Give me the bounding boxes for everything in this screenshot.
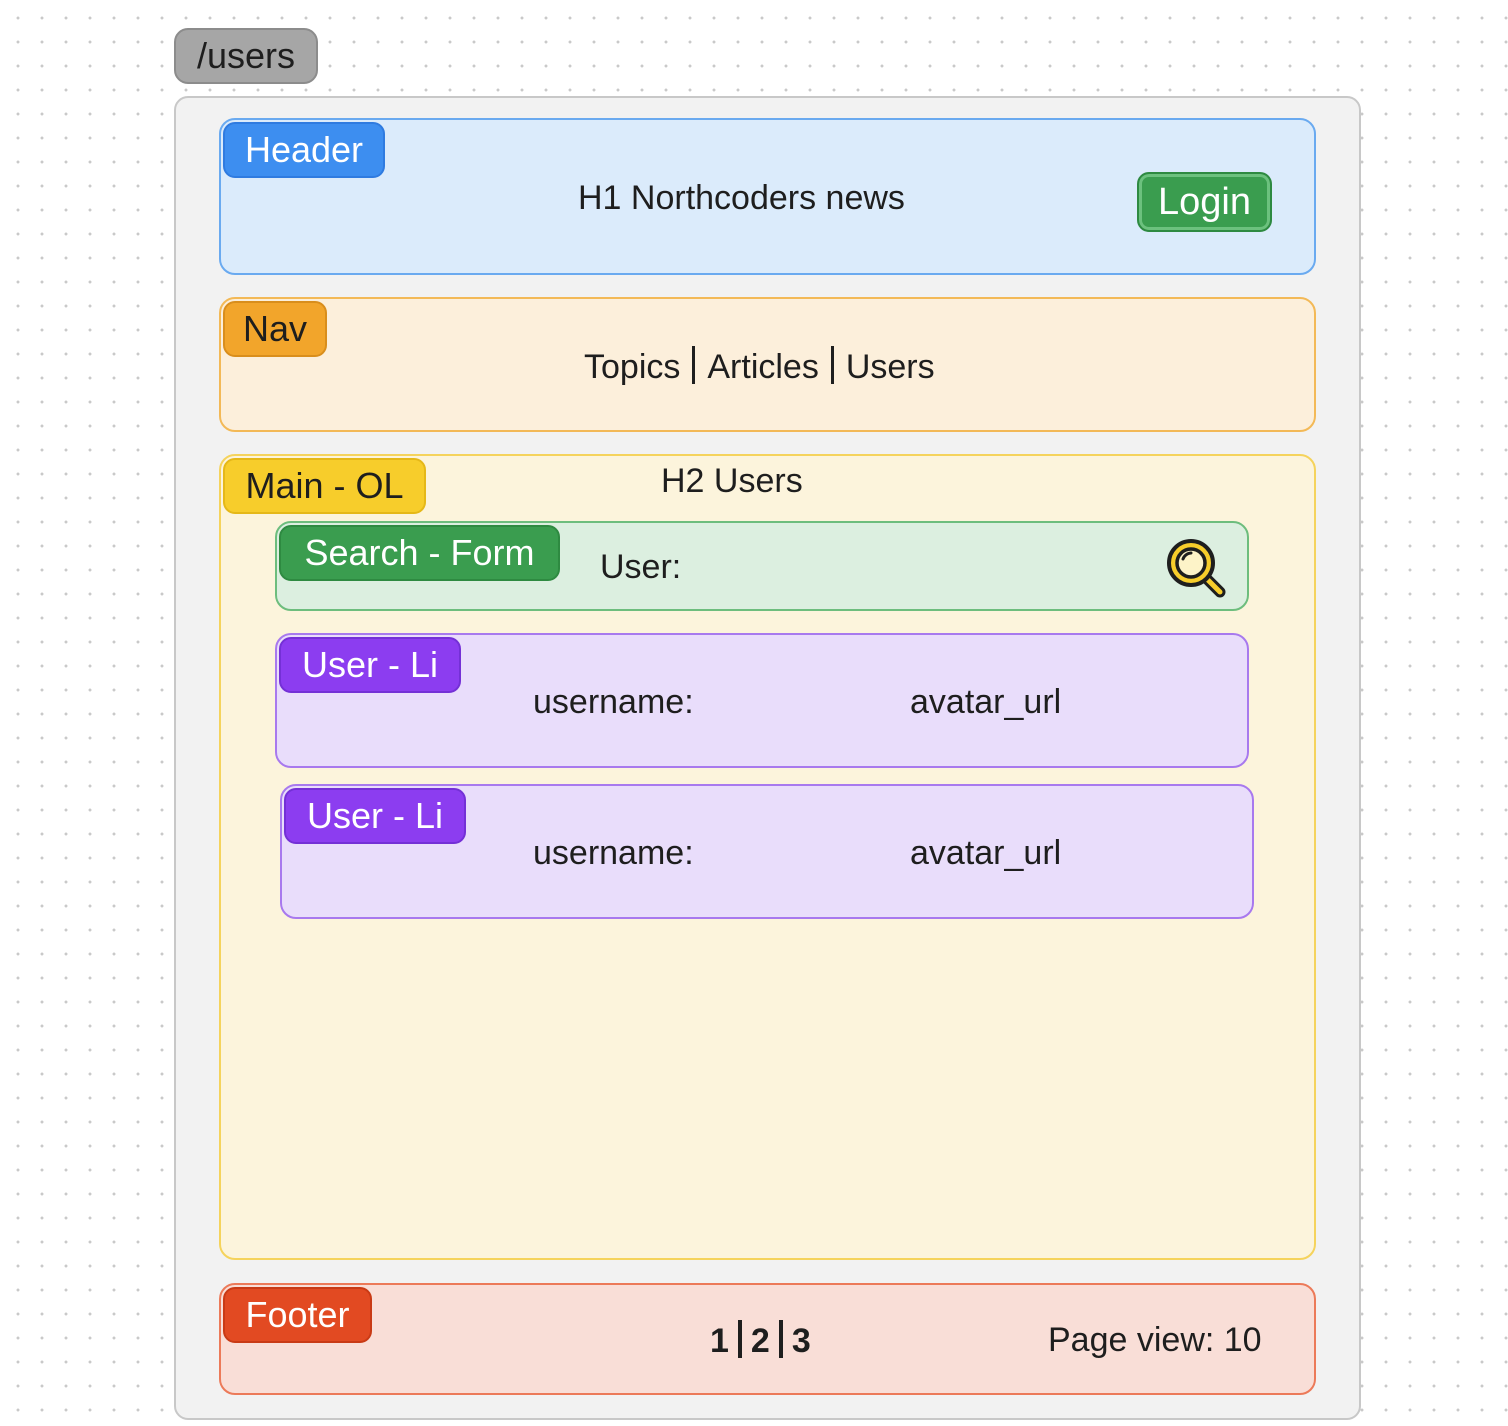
header-section (219, 118, 1316, 275)
header-tag: Header (223, 122, 385, 178)
main-heading: H2 Users (661, 462, 803, 500)
username-label: username: (533, 834, 694, 872)
user-li-tag: User - Li (279, 637, 461, 693)
nav-separator (692, 346, 696, 384)
page-view-count: Page view: 10 (1048, 1321, 1262, 1359)
nav-section (219, 297, 1316, 432)
nav-links: Topics Articles Users (584, 346, 935, 387)
login-button[interactable]: Login (1137, 172, 1272, 232)
page-link-1[interactable]: 1 (710, 1322, 729, 1360)
page-separator (737, 1320, 742, 1358)
page-separator (778, 1320, 783, 1358)
main-tag: Main - OL (223, 458, 426, 514)
page-link-3[interactable]: 3 (791, 1322, 811, 1360)
nav-link-articles[interactable]: Articles (707, 348, 819, 386)
nav-link-topics[interactable]: Topics (584, 348, 681, 386)
route-tag: /users (174, 28, 318, 84)
nav-tag: Nav (223, 301, 327, 357)
footer-section (219, 1283, 1316, 1395)
search-form-tag: Search - Form (279, 525, 560, 581)
page-link-2[interactable]: 2 (750, 1322, 770, 1360)
nav-separator (830, 346, 834, 384)
magnifier-icon[interactable] (1164, 536, 1228, 600)
search-label: User: (600, 548, 682, 586)
username-label: username: (533, 683, 694, 721)
avatar-url-label: avatar_url (910, 834, 1062, 872)
list-item (280, 784, 1254, 919)
nav-link-users[interactable]: Users (845, 348, 935, 386)
page-title: H1 Northcoders news (578, 179, 905, 217)
footer-tag: Footer (223, 1287, 372, 1343)
user-li-tag: User - Li (284, 788, 466, 844)
avatar-url-label: avatar_url (910, 683, 1062, 721)
